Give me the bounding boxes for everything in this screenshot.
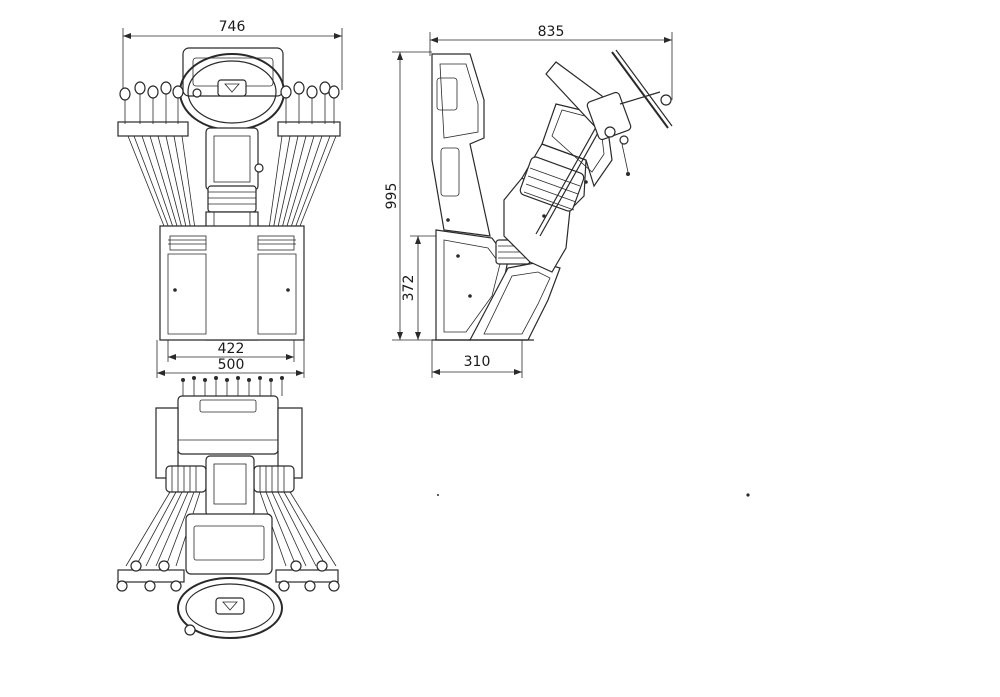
side-view: 835 995 372: [384, 24, 673, 378]
display-console: [185, 513, 273, 575]
dimension-835-label: 835: [538, 24, 565, 40]
bottom-coil-right: [253, 465, 295, 493]
seat-back-plan: [155, 395, 303, 479]
dimension-500: 500: [156, 340, 305, 378]
dimension-372-label: 372: [401, 275, 417, 302]
bottom-steering-wheel: [177, 577, 283, 639]
dimension-995-label: 995: [384, 183, 400, 210]
dimension-310: 310: [431, 340, 523, 378]
right-lever-bank: [267, 81, 341, 237]
dimension-746-label: 746: [219, 19, 246, 35]
bottom-lever-bank: [116, 560, 340, 592]
dimension-746: 746: [122, 19, 343, 90]
bottom-coil-left: [165, 465, 207, 493]
seat-back: [431, 53, 491, 237]
base-box: [159, 225, 305, 341]
top-view: 746: [117, 19, 343, 378]
control-tower: [503, 103, 613, 273]
dimension-422-label: 422: [218, 341, 245, 357]
dimension-310-label: 310: [464, 354, 491, 370]
dimension-500-label: 500: [218, 357, 245, 373]
bottom-view: [116, 376, 340, 639]
side-steering-wheel: [545, 49, 673, 176]
dimension-372: 372: [401, 235, 440, 340]
bottom-lever-row: [181, 376, 284, 396]
dimension-422: 422: [167, 340, 295, 362]
left-lever-bank: [117, 81, 197, 237]
dimension-835: 835: [429, 24, 673, 100]
dimension-995: 995: [384, 51, 440, 341]
bottom-cables: [125, 491, 337, 567]
